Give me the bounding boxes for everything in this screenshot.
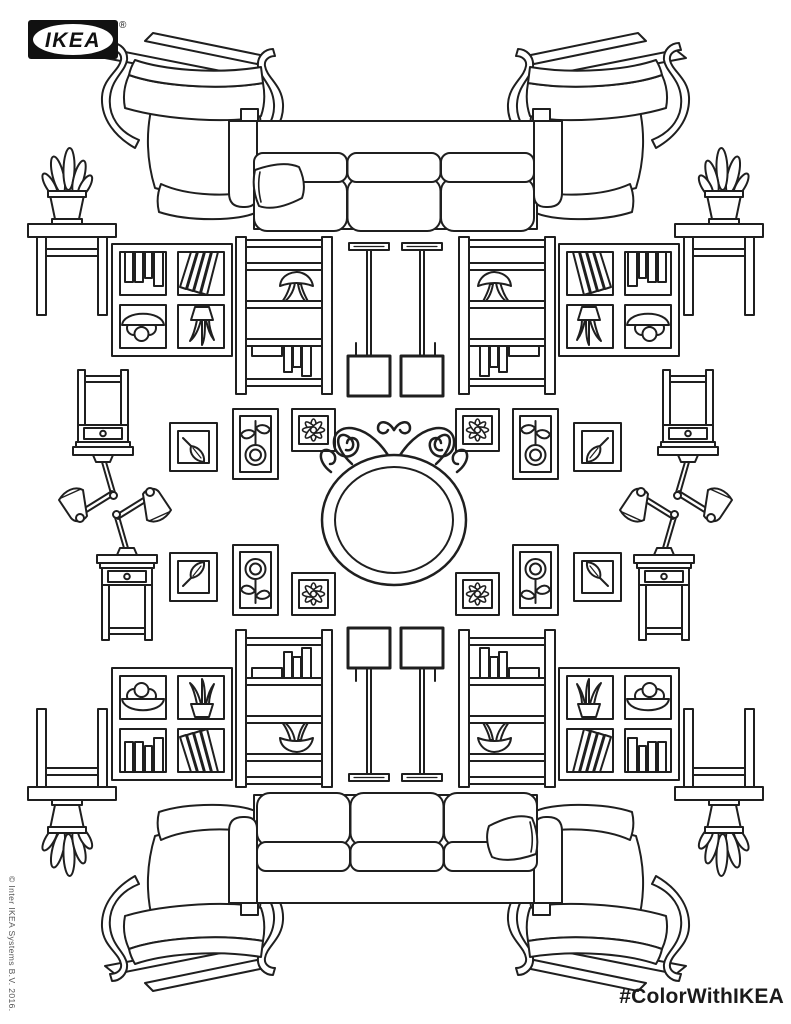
hashtag-text: #ColorWithIKEA bbox=[619, 985, 784, 1008]
nightstand-work-lamp-lower-left bbox=[96, 487, 172, 641]
quadrant-bottom-left bbox=[28, 545, 390, 991]
ikea-logo-ellipse bbox=[33, 24, 113, 55]
nightstand-work-lamp-upper-left bbox=[58, 369, 134, 523]
copyright-text: © Inter IKEA Systems B.V. 2016. bbox=[7, 876, 17, 1012]
ikea-logo: IKEA bbox=[28, 20, 118, 59]
ikea-logo-text: IKEA bbox=[45, 29, 101, 52]
sofa-bottom bbox=[228, 792, 563, 916]
round-mirror bbox=[319, 421, 469, 587]
nightstand-work-lamp-upper-right bbox=[657, 369, 733, 523]
quadrant-bottom-right bbox=[401, 545, 763, 991]
registered-trademark-symbol: ® bbox=[119, 20, 127, 31]
sofa-top-upside-down bbox=[228, 108, 563, 232]
nightstand-work-lamp-lower-right bbox=[619, 487, 695, 641]
